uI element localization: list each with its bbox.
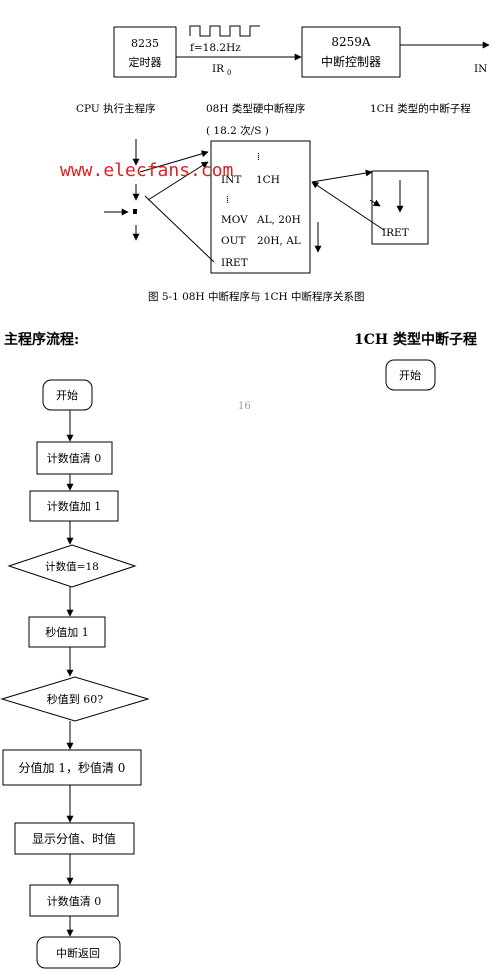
- flow-count-check: [7, 544, 137, 588]
- handler-mov-op: MOV: [221, 214, 248, 226]
- flow-sec-check-label: 秒值到 60?: [47, 692, 103, 706]
- return-from-1ch-arrow: [311, 181, 385, 231]
- main-program-flowchart: 主程序流程: 开始 计数值清 0 计数值加 1 计数值=18 秒值加 1 秒值到…: [0, 331, 150, 969]
- handler-08h-box: [210, 140, 311, 274]
- handler-iret: IRET: [221, 257, 248, 269]
- flow-display-label: 显示分值、时值: [32, 831, 116, 846]
- flow-count-clear-2-label: 计数值清 0: [47, 895, 102, 908]
- handler-dots-1: ⁞: [257, 151, 260, 163]
- flow-start-label: 开始: [56, 388, 78, 402]
- flow-sec-check: [0, 676, 150, 722]
- timer-box-line2: 定时器: [129, 55, 162, 69]
- frequency-label: f=18.2Hz: [190, 42, 241, 54]
- handler-1ch-box: [371, 170, 429, 245]
- handler-mov-arg: AL, 20H: [256, 214, 301, 226]
- flow-count-inc: [29, 490, 119, 522]
- cpu-dot: [133, 209, 137, 214]
- sub-flow-start-label: 开始: [399, 368, 421, 382]
- pic-box-line1: 8259A: [331, 35, 371, 49]
- interrupt-call-arrow: [139, 150, 209, 173]
- flow-count-clear-2: [29, 884, 119, 917]
- column-cpu-main: CPU 执行主程序: [76, 102, 156, 115]
- handler-int-arg: 1CH: [256, 174, 280, 186]
- pic-box-line2: 中断控制器: [321, 54, 381, 69]
- pic-box: [301, 26, 401, 78]
- column-08h-handler: 08H 类型硬中断程序: [206, 102, 305, 115]
- call-1ch-arrow: [311, 169, 373, 183]
- sub-flow-start: [385, 359, 436, 391]
- watermark: www.elecfans.com: [60, 160, 233, 181]
- flow-count-clear-label: 计数值清 0: [47, 452, 102, 465]
- handler-dots-2: ⁞: [226, 194, 229, 206]
- top-hardware-diagram: 8235 定时器 f=18.2Hz IR 0 8259A 中断控制器 IN: [113, 25, 490, 78]
- flow-start: [42, 379, 93, 411]
- relationship-diagram: CPU 执行主程序 08H 类型硬中断程序 ( 18.2 次/S ) 1CH 类…: [60, 102, 471, 303]
- flow-count-clear: [36, 441, 113, 475]
- interrupt-return-line: [144, 195, 215, 263]
- flow-min-inc: [2, 749, 142, 786]
- sub-program-flowchart: 1CH 类型中断子程 开始: [354, 331, 477, 391]
- square-wave-signal: [189, 25, 260, 37]
- flow-display: [14, 822, 135, 855]
- handler-out-op: OUT: [221, 235, 245, 247]
- page-number: 16: [238, 401, 251, 412]
- enter-1ch-arrow: [369, 199, 381, 207]
- flow-count-check-label: 计数值=18: [45, 560, 99, 573]
- flow-count-inc-label: 计数值加 1: [47, 500, 102, 513]
- flow-sec-inc: [28, 616, 106, 648]
- flow-return-label: 中断返回: [56, 946, 100, 960]
- figure-caption: 图 5-1 08H 中断程序与 1CH 中断程序关系图: [148, 290, 365, 303]
- main-flow-title: 主程序流程:: [4, 331, 79, 348]
- sub-iret: IRET: [382, 227, 409, 239]
- sub-flow-title: 1CH 类型中断子程: [354, 331, 477, 348]
- column-1ch-handler: 1CH 类型的中断子程: [370, 102, 471, 115]
- interrupt-call-arrow-2: [147, 161, 209, 201]
- ir-label: IR: [212, 63, 225, 75]
- ir-subscript: 0: [227, 69, 231, 77]
- column-08h-rate: ( 18.2 次/S ): [206, 124, 269, 137]
- handler-int-op: INT: [221, 174, 241, 186]
- timer-box: [113, 26, 177, 78]
- handler-out-arg: 20H, AL: [257, 235, 301, 247]
- pic-output-label: IN: [474, 63, 487, 75]
- flow-return: [36, 936, 121, 969]
- flow-min-inc-label: 分值加 1，秒值清 0: [19, 760, 126, 775]
- timer-box-line1: 8235: [131, 37, 159, 50]
- flow-sec-inc-label: 秒值加 1: [45, 625, 89, 639]
